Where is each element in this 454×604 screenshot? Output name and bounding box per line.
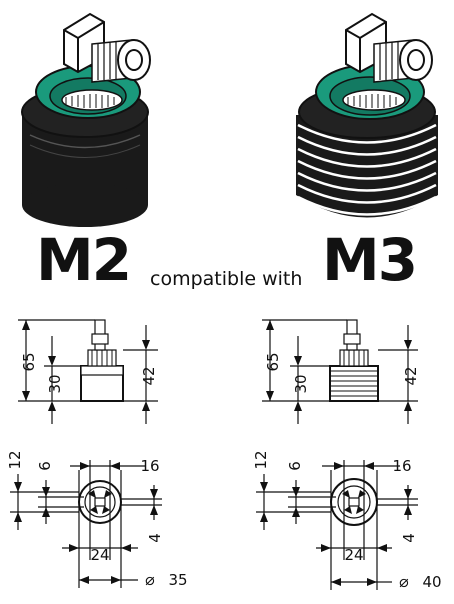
m2-dim-24-label: 24: [90, 546, 109, 564]
m2-dim-6-label: 6: [36, 461, 54, 471]
compatible-with-text: compatible with: [150, 268, 303, 290]
model-m3-title: M3: [322, 226, 418, 294]
m3-dim-24-label: 24: [344, 546, 363, 564]
m3-side-view: [262, 319, 418, 424]
m2-diameter-symbol: ⌀: [145, 570, 155, 589]
m3-dim-6-label: 6: [286, 461, 304, 471]
m2-side-view: [18, 319, 158, 424]
model-m2-title: M2: [36, 226, 132, 294]
m2-height-65-label: 65: [20, 352, 38, 371]
m3-cartridge-illustration: [296, 12, 438, 218]
m3-dim-16-label: 16: [392, 457, 411, 475]
m3-dim-12-label: 12: [252, 450, 270, 469]
m2-dim-12-label: 12: [6, 450, 24, 469]
m2-diameter-label: 35: [168, 571, 187, 589]
m3-top-view: [256, 460, 418, 590]
m2-dim-4-label: 4: [146, 533, 164, 543]
m2-height-42-label: 42: [140, 366, 158, 385]
m2-dim-16-label: 16: [140, 457, 159, 475]
m3-diameter-symbol: ⌀: [399, 572, 409, 591]
m2-cartridge-illustration: [21, 12, 151, 227]
m3-height-30-label: 30: [292, 374, 310, 393]
m2-top-view: [10, 460, 162, 588]
m3-height-65-label: 65: [264, 352, 282, 371]
m3-diameter-label: 40: [422, 573, 441, 591]
m2-height-30-label: 30: [46, 374, 64, 393]
m3-dim-4-label: 4: [400, 533, 418, 543]
m3-height-42-label: 42: [402, 366, 420, 385]
